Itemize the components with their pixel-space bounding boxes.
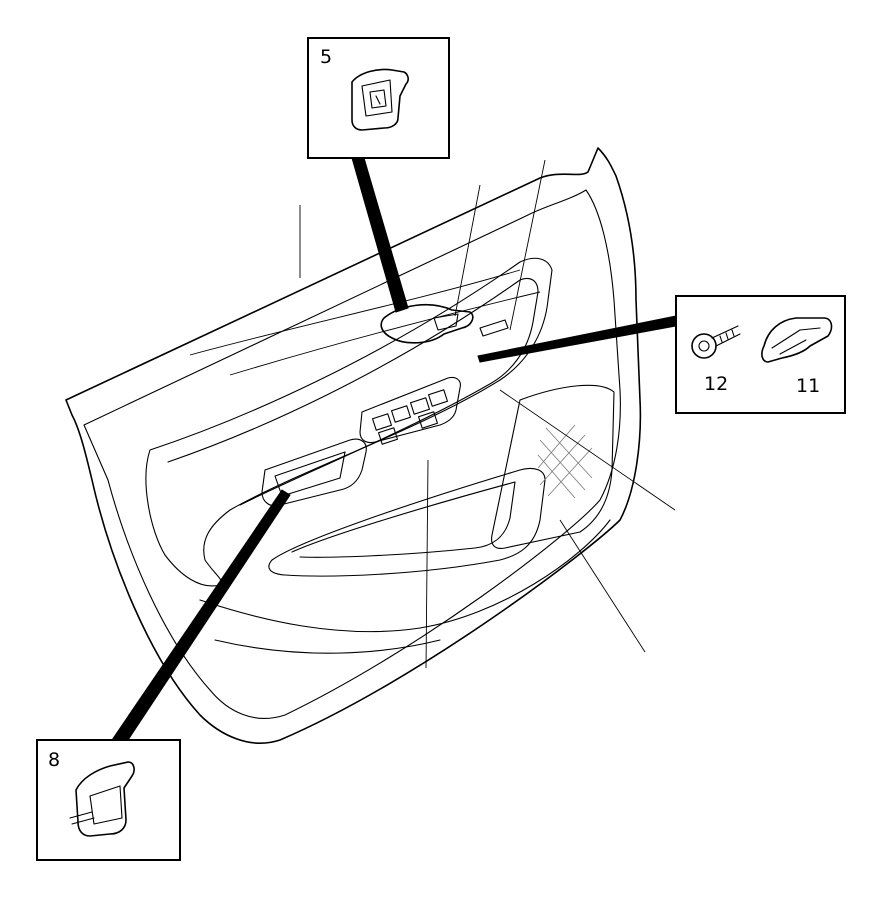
pointer-8: [111, 489, 291, 741]
spring-clip-icon: [761, 317, 833, 363]
callout-label-11: 11: [796, 375, 820, 397]
callout-box-12-11: 12 11: [675, 295, 846, 414]
pointer-5: [351, 157, 409, 313]
callout-box-5: 5: [307, 37, 450, 159]
window-switch-panel: [359, 376, 461, 445]
door-trim-panel: [65, 147, 676, 744]
inner-door-handle: [380, 303, 509, 344]
callout-label-8: 8: [48, 749, 60, 771]
speaker-grille-hatch: [537, 424, 593, 499]
door-trim-clip-icon: [351, 68, 409, 131]
screw-icon: [691, 325, 741, 359]
callout-label-5: 5: [320, 46, 332, 68]
callout-label-12: 12: [704, 373, 728, 395]
callout-box-8: 8: [36, 739, 181, 861]
pointer-12-11: [477, 315, 677, 363]
retainer-clip-icon: [69, 761, 135, 837]
pull-handle-cavity: [261, 438, 367, 507]
